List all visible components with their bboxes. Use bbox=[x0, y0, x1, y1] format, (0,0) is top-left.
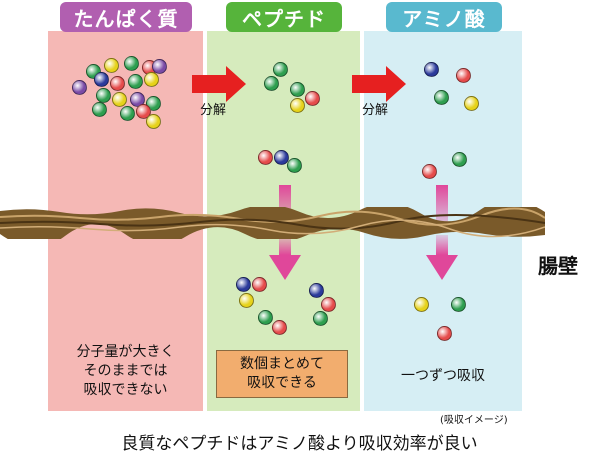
molecule bbox=[321, 297, 336, 312]
decompose-arrow-2 bbox=[352, 66, 406, 102]
molecule bbox=[452, 152, 467, 167]
footnote: (吸収イメージ) bbox=[440, 415, 508, 426]
molecule bbox=[236, 277, 251, 292]
molecule bbox=[272, 320, 287, 335]
protein-header: たんぱく質 bbox=[60, 2, 192, 32]
molecule bbox=[152, 59, 167, 74]
decompose-arrow-1 bbox=[192, 66, 246, 102]
molecule bbox=[264, 76, 279, 91]
decompose-label-2: 分解 bbox=[362, 103, 389, 118]
molecule bbox=[287, 158, 302, 173]
molecule bbox=[456, 68, 471, 83]
molecule bbox=[422, 164, 437, 179]
molecule bbox=[120, 106, 135, 121]
molecule bbox=[239, 293, 254, 308]
molecule bbox=[434, 90, 449, 105]
peptide-header: ペプチド bbox=[226, 2, 342, 32]
molecule bbox=[305, 91, 320, 106]
molecule bbox=[290, 98, 305, 113]
intestinal-wall bbox=[0, 207, 545, 239]
molecule bbox=[92, 102, 107, 117]
molecule bbox=[414, 297, 429, 312]
amino-acid-header: アミノ酸 bbox=[386, 2, 502, 32]
amino-acid-note: 一つずつ吸収 bbox=[401, 368, 485, 384]
molecule bbox=[274, 150, 289, 165]
molecule bbox=[124, 56, 139, 71]
molecule bbox=[290, 82, 305, 97]
molecule bbox=[451, 297, 466, 312]
molecule bbox=[72, 80, 87, 95]
molecule bbox=[424, 62, 439, 77]
intestinal-wall-label: 腸壁 bbox=[538, 254, 578, 278]
molecule bbox=[96, 88, 111, 103]
molecule bbox=[104, 58, 119, 73]
molecule bbox=[258, 310, 273, 325]
molecule bbox=[110, 76, 125, 91]
molecule bbox=[146, 114, 161, 129]
molecule bbox=[437, 326, 452, 341]
molecule bbox=[464, 96, 479, 111]
molecule bbox=[309, 283, 324, 298]
conclusion-text: 良質なペプチドはアミノ酸より吸収効率が良い bbox=[121, 434, 478, 454]
molecule bbox=[112, 92, 127, 107]
molecule bbox=[128, 74, 143, 89]
molecule bbox=[273, 62, 288, 77]
protein-note: 分子量が大きく そのままでは 吸収できない bbox=[76, 344, 175, 398]
molecule bbox=[313, 311, 328, 326]
molecule bbox=[144, 72, 159, 87]
decompose-label-1: 分解 bbox=[200, 103, 227, 118]
molecule bbox=[258, 150, 273, 165]
molecule bbox=[94, 72, 109, 87]
amino-acid-down-arrow bbox=[426, 185, 458, 280]
peptide-note-box: 数個まとめて 吸収できる bbox=[216, 350, 348, 398]
molecule bbox=[252, 277, 267, 292]
